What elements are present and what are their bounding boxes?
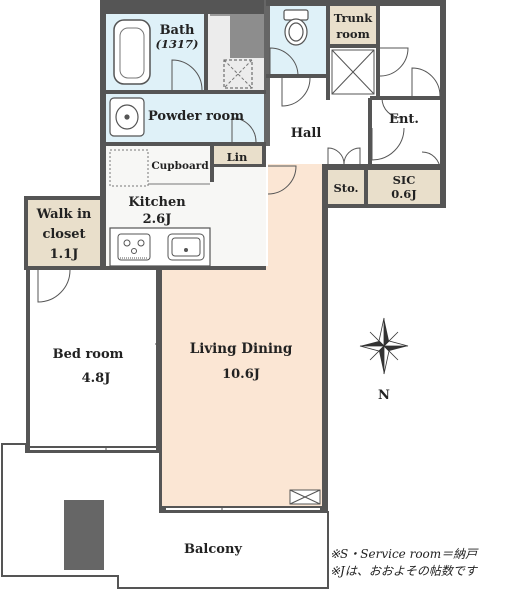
toilet-icon xyxy=(283,9,309,46)
sic-room xyxy=(368,170,440,204)
trunk-room xyxy=(330,6,376,46)
balcony-label: Balcony xyxy=(184,542,242,557)
walk-in-closet-label: Walk in xyxy=(36,207,92,222)
bedroom-size-label: 4.8J xyxy=(82,371,111,386)
stove-icon xyxy=(117,233,151,261)
cupboard xyxy=(109,149,149,187)
note-jo-unit: ※Jは、おおよその帖数です xyxy=(330,564,477,578)
bath-label: Bath xyxy=(160,23,195,38)
bath-door xyxy=(171,59,203,91)
toilet-door xyxy=(269,47,299,77)
living-door xyxy=(267,165,297,195)
bath-drain xyxy=(223,59,253,89)
bedroom-label: Bed room xyxy=(53,347,124,362)
entrance-label: Ent. xyxy=(389,112,419,127)
pipe-shaft-mark xyxy=(331,49,375,95)
powder-room-label: Powder room xyxy=(148,109,244,124)
kitchen-extension xyxy=(214,166,266,266)
linen-closet xyxy=(214,146,262,166)
walk-in-closet-label-2: closet xyxy=(42,227,85,242)
storage-room xyxy=(328,170,364,204)
balcony-pillar xyxy=(64,500,104,570)
hall-door xyxy=(281,77,311,107)
bath-size-label: (1317) xyxy=(156,37,199,51)
living-dining-size-label: 10.6J xyxy=(222,367,260,382)
compass-icon xyxy=(359,317,409,375)
bathtub xyxy=(113,19,151,85)
kitchen-sink-icon xyxy=(167,233,205,261)
kitchen-size-label: 2.6J xyxy=(143,212,172,227)
note-service-room: ※S・Service room＝納戸 xyxy=(330,547,478,561)
walk-in-closet xyxy=(28,200,100,266)
bedroom-door xyxy=(37,269,71,303)
plan-notes: ※S・Service room＝納戸 ※Jは、おおよその帖数です xyxy=(330,546,524,580)
trunk-room-label-2: room xyxy=(336,27,370,41)
sink-icon xyxy=(109,97,145,137)
trunk-room-label: Trunk xyxy=(334,11,374,25)
sic-size-label: 0.6J xyxy=(391,187,416,201)
sliding-door xyxy=(155,274,162,410)
hall-label: Hall xyxy=(291,126,322,141)
living-dining-label: Living Dining xyxy=(190,341,293,357)
compass-north-label: N xyxy=(378,388,390,403)
entrance-door xyxy=(379,47,409,77)
sic-label: SIC xyxy=(393,173,416,187)
cupboard-label: Cupboard xyxy=(151,160,209,172)
linen-label: Lin xyxy=(227,150,248,164)
utility-box xyxy=(289,489,321,505)
storage-label: Sto. xyxy=(333,181,358,195)
kitchen-label: Kitchen xyxy=(128,195,186,210)
living-dining xyxy=(162,164,322,508)
walk-in-closet-size-label: 1.1J xyxy=(50,247,79,262)
